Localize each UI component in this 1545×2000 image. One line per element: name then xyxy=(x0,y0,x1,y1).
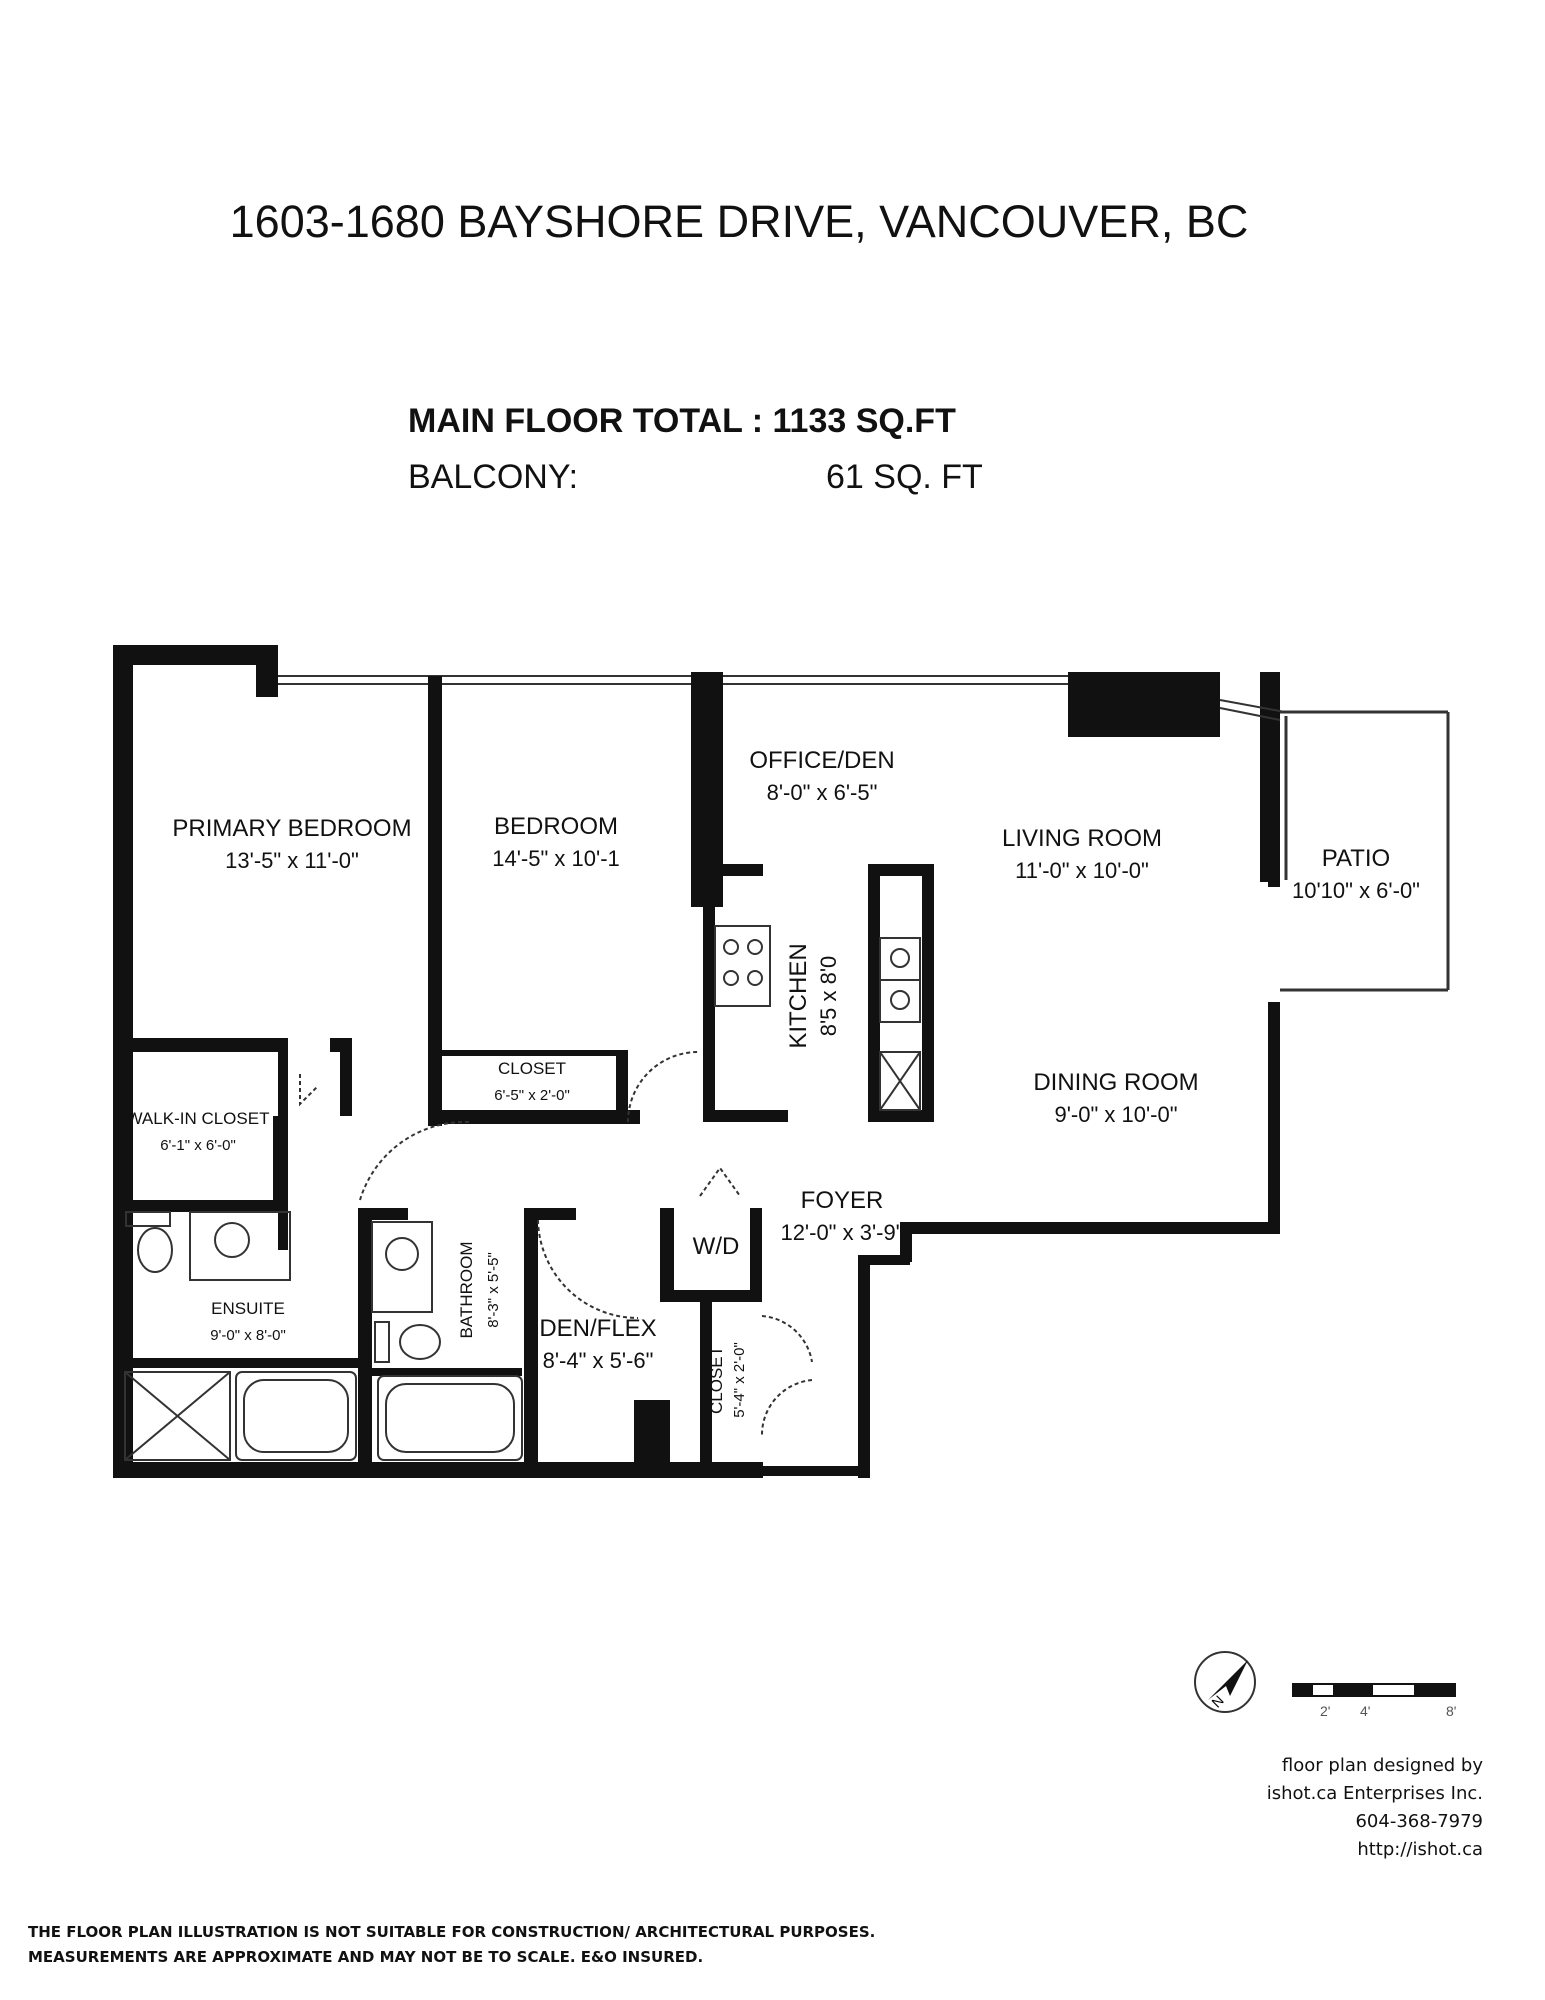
compass-north-icon: N xyxy=(1194,1651,1256,1713)
room-foyer-name: FOYER xyxy=(801,1187,884,1214)
room-ensuite-name: ENSUITE xyxy=(211,1299,285,1318)
room-primary-bedroom-dim: 13'-5" x 11'-0" xyxy=(225,848,359,873)
room-office-den-name: OFFICE/DEN xyxy=(749,747,894,774)
credit-company: ishot.ca Enterprises Inc. xyxy=(1266,1783,1483,1804)
room-closet-foyer-dim: 5'-4" x 2'-0" xyxy=(731,1342,748,1418)
room-bathroom-name: BATHROOM xyxy=(457,1242,476,1339)
room-ensuite-dim: 9'-0" x 8'-0" xyxy=(210,1327,286,1344)
room-bedroom-name: BEDROOM xyxy=(494,813,618,840)
room-den-flex-name: DEN/FLEX xyxy=(539,1315,656,1342)
scale-bar: 2' 4' 8' xyxy=(1292,1683,1456,1719)
room-living-room-name: LIVING ROOM xyxy=(1002,825,1162,852)
disclaimer: THE FLOOR PLAN ILLUSTRATION IS NOT SUITA… xyxy=(28,1920,875,1970)
window-lines xyxy=(278,675,1286,721)
room-closet-foyer-name: CLOSET xyxy=(707,1346,726,1414)
room-closet-bedroom-name: CLOSET xyxy=(498,1059,566,1078)
patio-outline xyxy=(1280,710,1450,992)
exterior-walls xyxy=(113,645,1280,1478)
room-foyer-dim: 12'-0" x 3'-9" xyxy=(780,1220,903,1245)
bathtub-icon xyxy=(235,1371,357,1461)
credit-website-link[interactable]: http://ishot.ca xyxy=(1357,1839,1483,1860)
room-bedroom-dim: 14'-5" x 10'-1 xyxy=(492,846,620,871)
credit-line-1: floor plan designed by xyxy=(1281,1755,1483,1776)
sink-icon xyxy=(385,1237,419,1271)
room-patio-dim: 10'10" x 6'-0" xyxy=(1292,878,1420,903)
room-walk-in-closet-name: WALK-IN CLOSET xyxy=(127,1109,270,1128)
disclaimer-line-2: MEASUREMENTS ARE APPROXIMATE AND MAY NOT… xyxy=(28,1948,704,1966)
address-title: 1603-1680 BAYSHORE DRIVE, VANCOUVER, BC xyxy=(229,196,1249,247)
toilet-icon xyxy=(137,1227,173,1273)
designer-credit: floor plan designed by ishot.ca Enterpri… xyxy=(1183,1752,1483,1864)
room-patio-name: PATIO xyxy=(1322,845,1390,872)
scale-tick-8: 8' xyxy=(1446,1703,1456,1719)
credit-phone: 604-368-7979 xyxy=(1355,1811,1483,1832)
room-wd-name: W/D xyxy=(693,1233,740,1260)
stove-icon xyxy=(714,925,771,1007)
shower-icon xyxy=(124,1371,231,1461)
room-primary-bedroom-name: PRIMARY BEDROOM xyxy=(172,815,411,842)
room-den-flex-dim: 8'-4" x 5'-6" xyxy=(543,1348,654,1373)
room-closet-bedroom-dim: 6'-5" x 2'-0" xyxy=(494,1087,570,1104)
sink-icon xyxy=(214,1222,250,1258)
bathtub-icon xyxy=(377,1375,523,1461)
room-bathroom-dim: 8'-3" x 5'-5" xyxy=(485,1252,502,1328)
sink-icon xyxy=(879,937,921,981)
scale-tick-4: 4' xyxy=(1360,1703,1370,1719)
dishwasher-icon xyxy=(879,1051,921,1111)
main-floor-total: MAIN FLOOR TOTAL : 1133 SQ.FT xyxy=(408,402,956,440)
disclaimer-line-1: THE FLOOR PLAN ILLUSTRATION IS NOT SUITA… xyxy=(28,1923,876,1941)
room-kitchen-name: KITCHEN xyxy=(785,943,812,1048)
room-office-den-dim: 8'-0" x 6'-5" xyxy=(767,780,878,805)
room-dining-room-name: DINING ROOM xyxy=(1033,1069,1198,1096)
toilet-icon xyxy=(399,1324,441,1360)
room-walk-in-closet-dim: 6'-1" x 6'-0" xyxy=(160,1137,236,1154)
balcony-value: 61 SQ. FT xyxy=(826,458,983,496)
door-swings xyxy=(299,1051,813,1437)
balcony-label: BALCONY: xyxy=(408,458,579,496)
room-kitchen-dim: 8'5 x 8'0 xyxy=(816,956,841,1037)
room-dining-room-dim: 9'-0" x 10'-0" xyxy=(1054,1102,1177,1127)
scale-tick-2: 2' xyxy=(1320,1703,1330,1719)
interior-walls xyxy=(113,676,934,1466)
room-living-room-dim: 11'-0" x 10'-0" xyxy=(1015,858,1149,883)
fixtures xyxy=(124,925,921,1461)
